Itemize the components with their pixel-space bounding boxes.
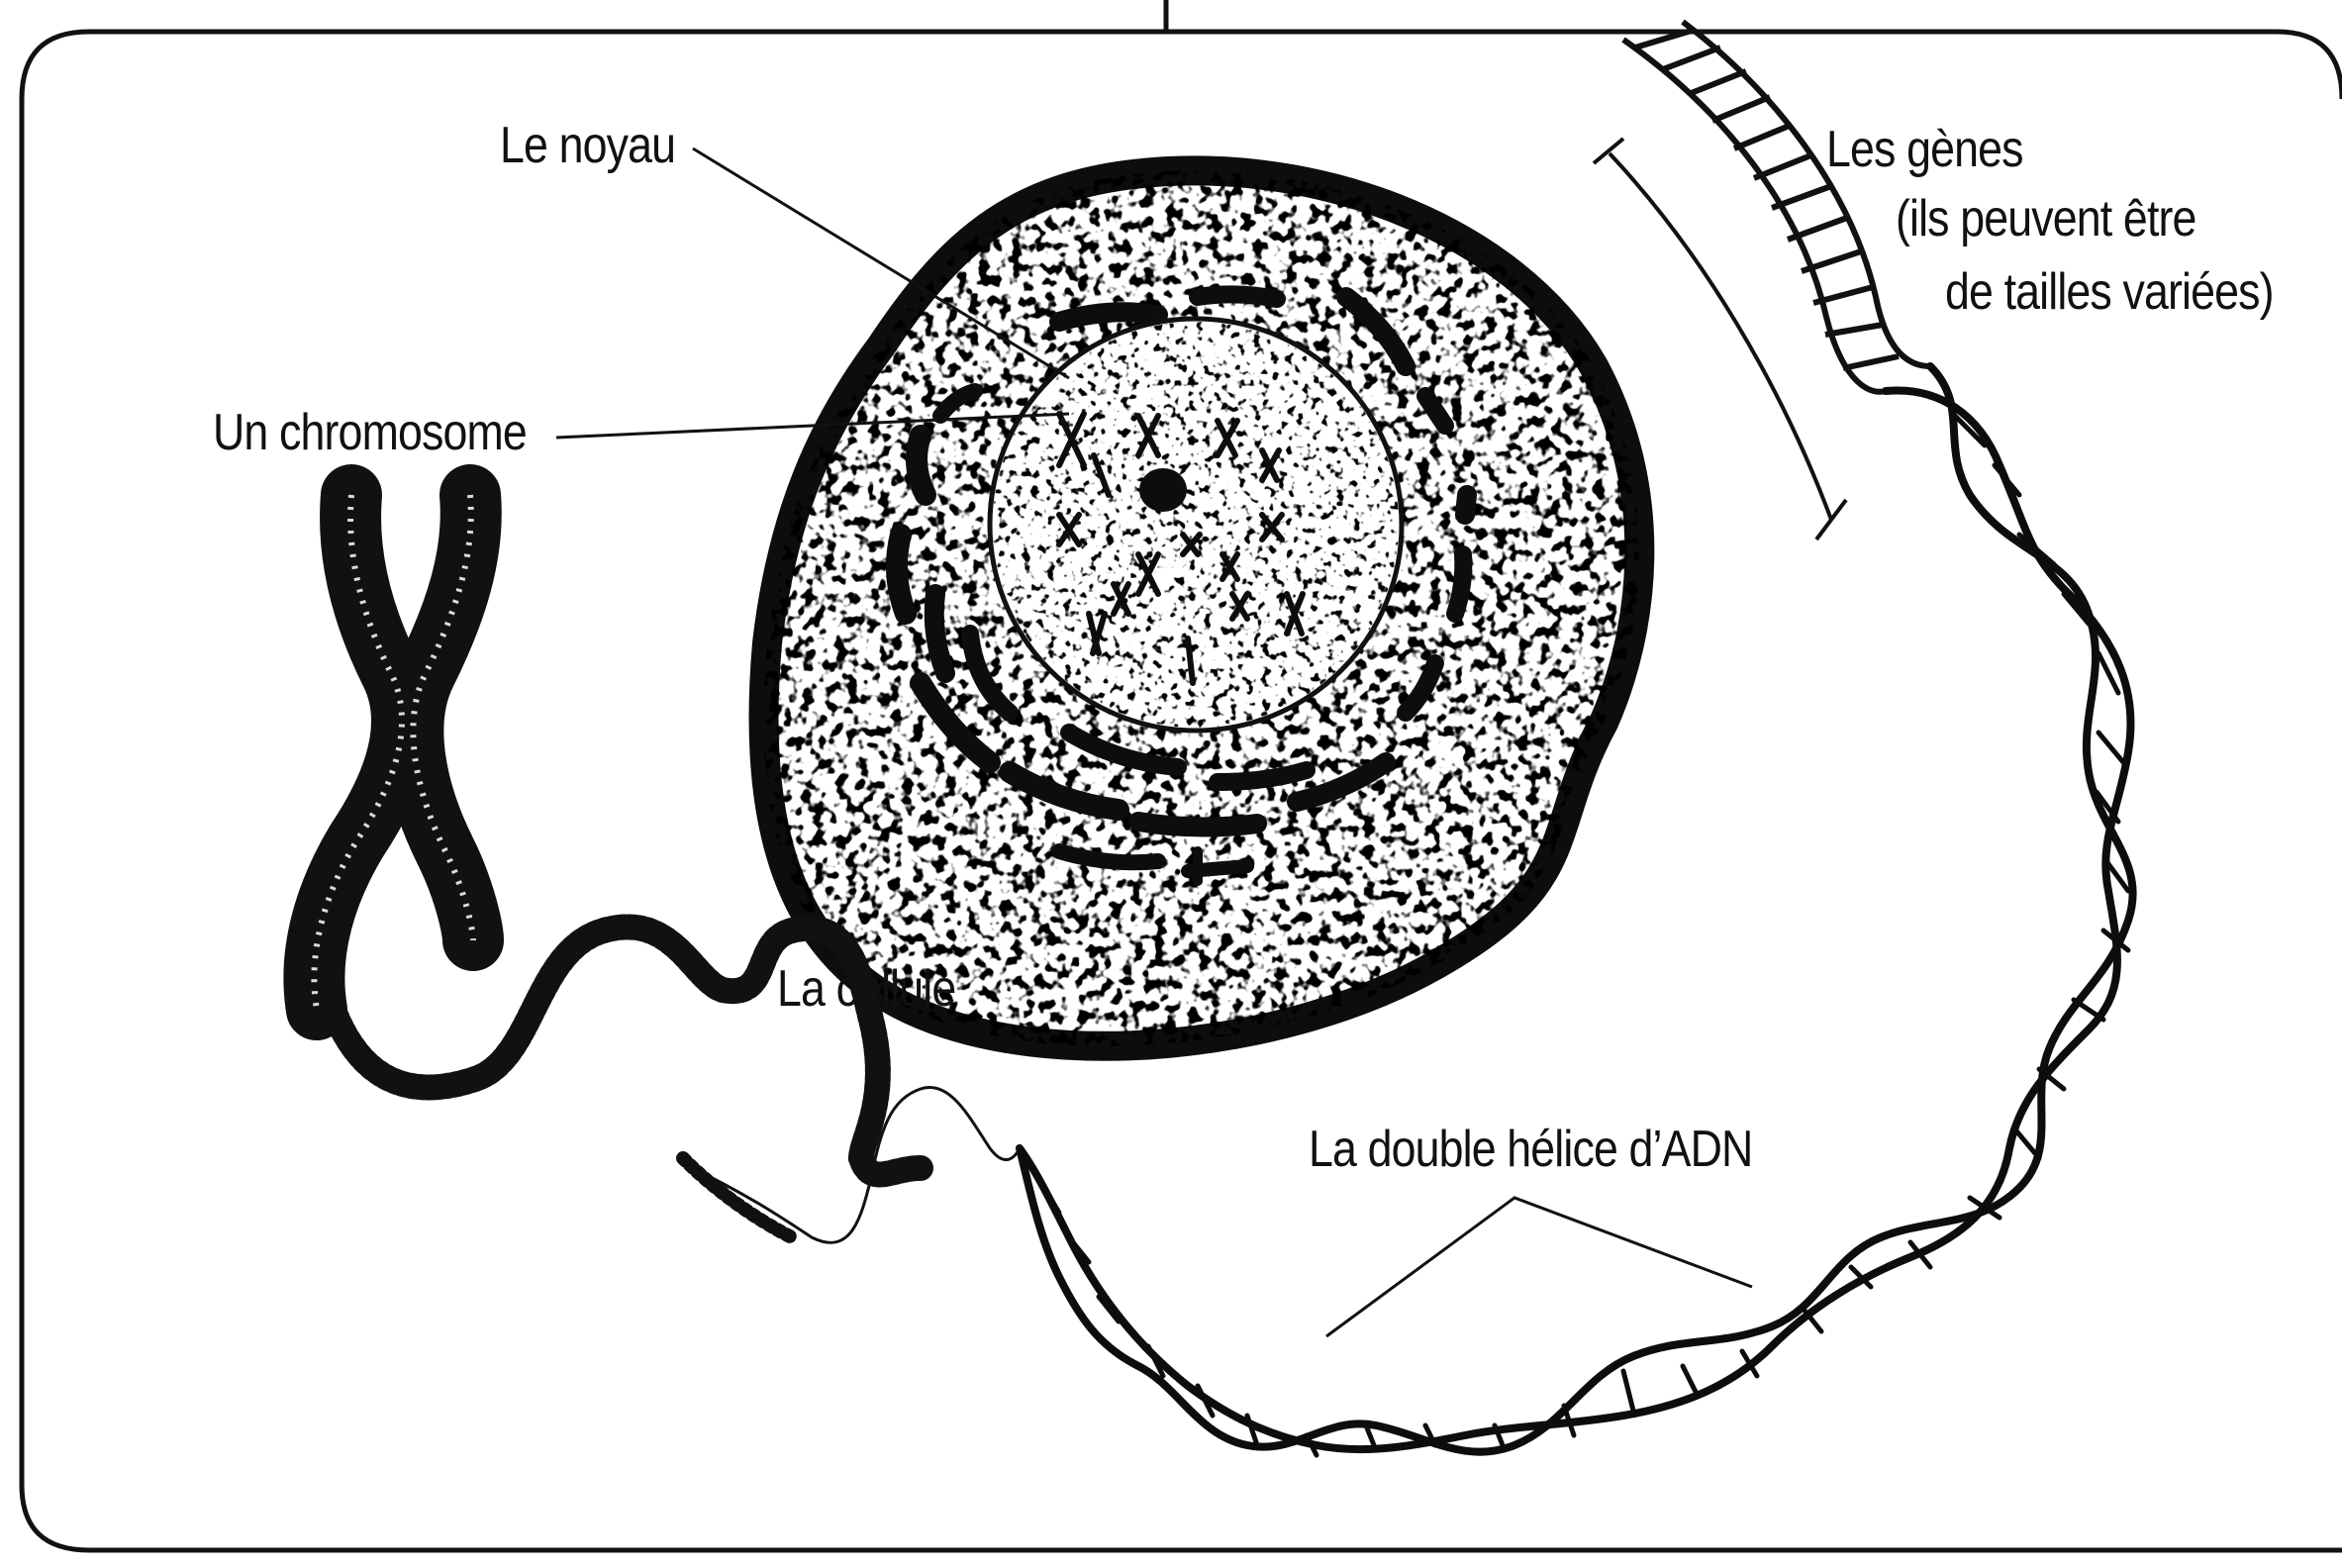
nucleus <box>990 319 1402 731</box>
label-dna-helix: La double hélice d’ADN <box>1309 1121 1752 1178</box>
nucleolus <box>1139 468 1187 512</box>
label-genes-line1: Les gènes <box>1826 121 2023 178</box>
chromosome <box>314 495 473 1010</box>
cell <box>763 170 1639 1045</box>
label-genes-line3: de tailles variées) <box>1945 263 2274 321</box>
label-chromosome: Un chromosome <box>213 404 527 461</box>
label-genes-line2: (ils peuvent être <box>1896 190 2196 247</box>
label-nucleus: Le noyau <box>500 117 675 174</box>
label-cell: La cellule <box>777 960 955 1018</box>
dna-leader <box>1326 1198 1752 1336</box>
